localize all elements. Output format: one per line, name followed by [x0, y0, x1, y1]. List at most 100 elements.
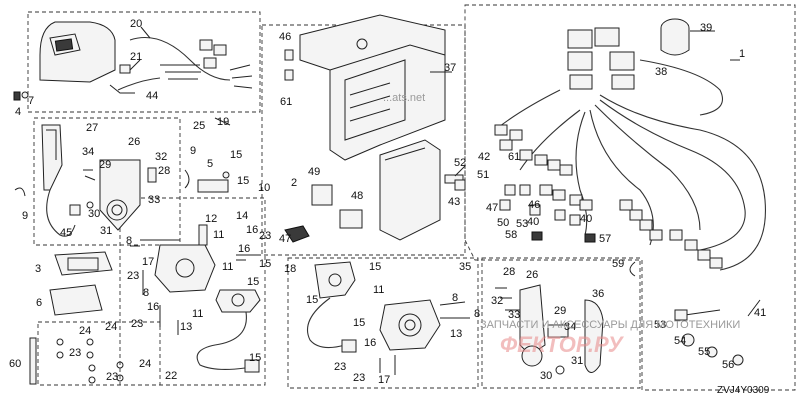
callout-15: 15 [306, 294, 318, 306]
callout-26: 26 [128, 136, 140, 148]
callout-4: 4 [15, 106, 21, 118]
callout-40: 40 [580, 213, 592, 225]
callout-25: 25 [193, 120, 205, 132]
callout-23: 23 [259, 230, 271, 242]
callout-24: 24 [139, 358, 151, 370]
callout-22: 22 [165, 370, 177, 382]
callout-24: 24 [105, 321, 117, 333]
callout-54: 54 [674, 335, 686, 347]
callout-60: 60 [9, 358, 21, 370]
callout-51: 51 [477, 169, 489, 181]
callout-47: 47 [279, 233, 291, 245]
callout-15: 15 [237, 175, 249, 187]
callout-33: 33 [148, 194, 160, 206]
callout-36: 36 [592, 288, 604, 300]
callout-1: 1 [739, 48, 745, 60]
callout-21: 21 [130, 51, 142, 63]
callout-52: 52 [454, 157, 466, 169]
callout-2: 2 [291, 177, 297, 189]
callout-37: 37 [444, 62, 456, 74]
callout-15: 15 [249, 352, 261, 364]
callout-28: 28 [503, 266, 515, 278]
callout-56: 56 [722, 359, 734, 371]
callout-32: 32 [491, 295, 503, 307]
callout-34: 34 [82, 146, 94, 158]
callout-33: 33 [508, 309, 520, 321]
callout-42: 42 [478, 151, 490, 163]
callout-13: 13 [450, 328, 462, 340]
callout-41: 41 [754, 307, 766, 319]
callout-3: 3 [35, 263, 41, 275]
callout-32: 32 [155, 151, 167, 163]
callout-10: 10 [258, 182, 270, 194]
callout-47: 47 [486, 202, 498, 214]
callout-44: 44 [146, 90, 158, 102]
callout-58: 58 [505, 229, 517, 241]
callout-17: 17 [378, 374, 390, 386]
callout-11: 11 [192, 308, 203, 320]
callout-11: 11 [213, 229, 224, 241]
callout-8: 8 [452, 292, 458, 304]
callout-59: 59 [612, 258, 624, 270]
callout-5: 5 [207, 158, 213, 170]
callout-53: 53 [654, 319, 666, 331]
callout-20: 20 [130, 18, 142, 30]
callout-15: 15 [353, 317, 365, 329]
callout-50: 50 [497, 217, 509, 229]
callout-24: 24 [79, 325, 91, 337]
callout-19: 19 [217, 116, 229, 128]
callout-23: 23 [353, 372, 365, 384]
callout-27: 27 [86, 122, 98, 134]
callout-46: 46 [279, 31, 291, 43]
callout-35: 35 [459, 261, 471, 273]
callout-61: 61 [508, 151, 520, 163]
callout-14: 14 [236, 210, 248, 222]
callout-16: 16 [364, 337, 376, 349]
callout-34: 34 [564, 321, 576, 333]
group-box-22 [37, 321, 161, 386]
callout-28: 28 [158, 165, 170, 177]
callout-49: 49 [308, 166, 320, 178]
callout-16: 16 [147, 301, 159, 313]
group-box-35 [481, 257, 641, 389]
callout-39: 39 [700, 22, 712, 34]
callout-11: 11 [373, 284, 384, 296]
callout-57: 57 [599, 233, 611, 245]
callout-6: 6 [36, 297, 42, 309]
callout-23: 23 [334, 361, 346, 373]
callout-16: 16 [246, 224, 258, 236]
callout-31: 31 [100, 225, 112, 237]
callout-8: 8 [126, 235, 132, 247]
callout-12: 12 [205, 213, 217, 225]
callout-15: 15 [369, 261, 381, 273]
callout-61: 61 [280, 96, 292, 108]
callout-13: 13 [180, 321, 192, 333]
callout-23: 23 [69, 347, 81, 359]
callout-43: 43 [448, 196, 460, 208]
callout-15: 15 [259, 258, 271, 270]
callout-18: 18 [284, 263, 296, 275]
callout-16: 16 [238, 243, 250, 255]
cover-20 [39, 21, 116, 83]
group-box-18 [287, 257, 479, 389]
group-box-19 [27, 11, 261, 113]
callout-15: 15 [230, 149, 242, 161]
callout-23: 23 [131, 318, 143, 330]
callout-29: 29 [99, 159, 111, 171]
watermark-banner: ЗАПЧАСТИ И АКСЕССУАРЫ ДЛЯ МОТОТЕХНИКИ [480, 319, 740, 331]
watermark-logo: ФЕКТОР.РУ [500, 332, 625, 357]
callout-8: 8 [474, 308, 480, 320]
callout-29: 29 [554, 305, 566, 317]
callout-53: 53 [516, 218, 528, 230]
callout-8: 8 [143, 287, 149, 299]
callout-30: 30 [88, 208, 100, 220]
callout-26: 26 [526, 269, 538, 281]
callout-9: 9 [190, 145, 196, 157]
callout-38: 38 [655, 66, 667, 78]
callout-46: 46 [528, 199, 540, 211]
callout-23: 23 [106, 371, 118, 383]
callout-17: 17 [142, 256, 154, 268]
